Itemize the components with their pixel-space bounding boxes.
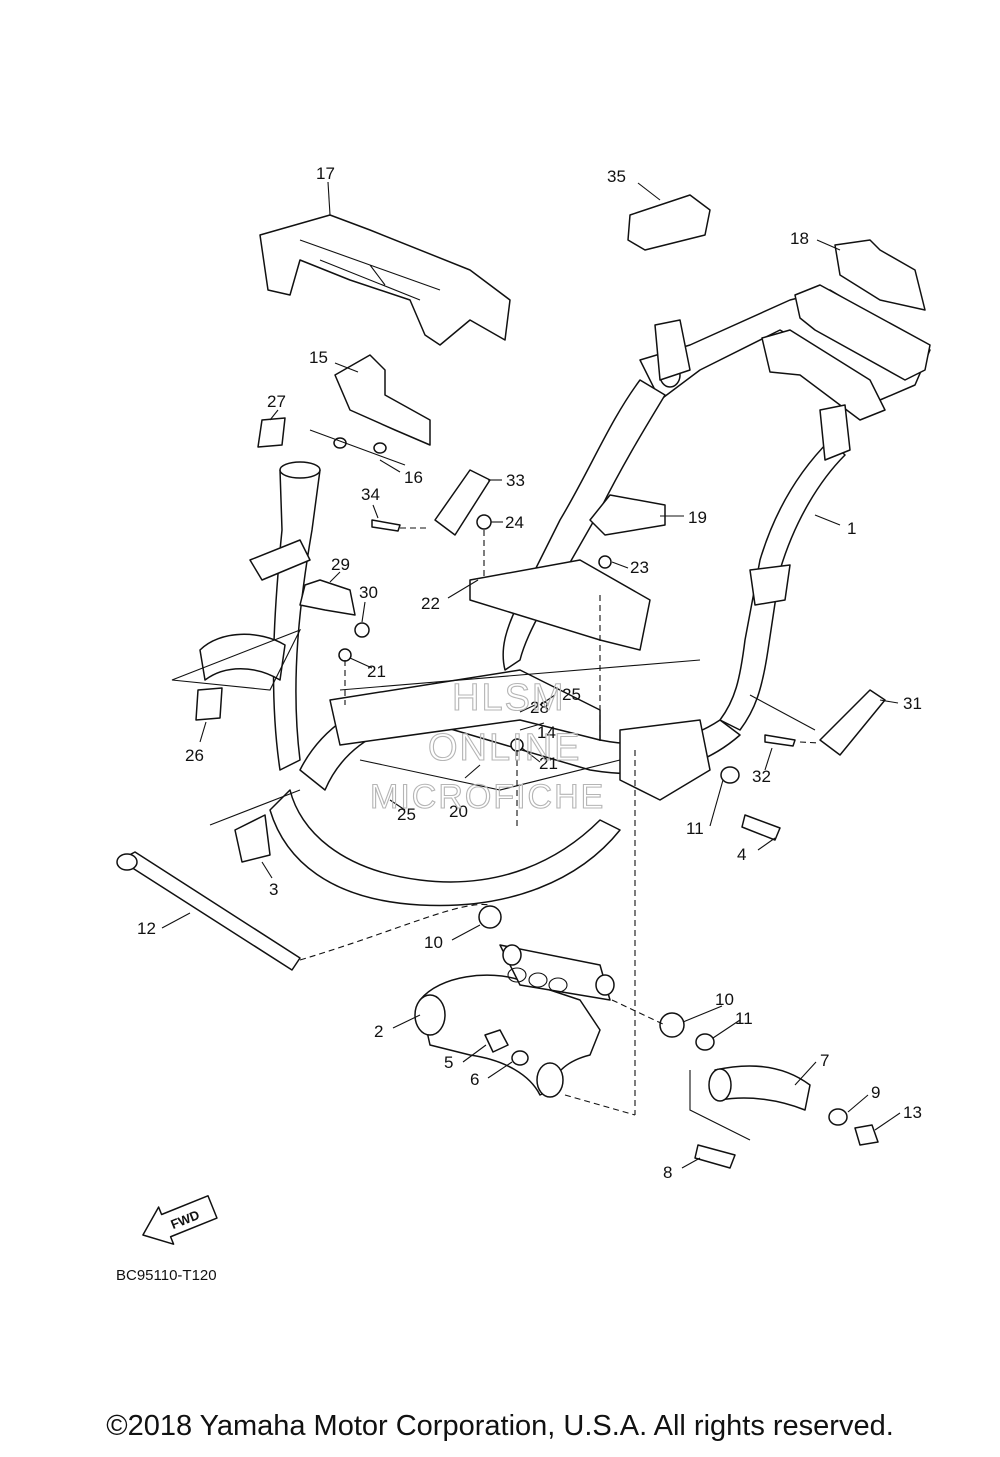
callout-23: 23 <box>630 558 649 577</box>
callout-29: 29 <box>331 555 350 574</box>
part-27-pad <box>257 417 286 448</box>
callout-22: 22 <box>421 594 440 613</box>
part-26-pad <box>195 687 223 721</box>
part-19-plate <box>589 494 666 536</box>
watermark-line-3: MICROFICHE <box>370 778 605 816</box>
part-3-pad <box>234 814 271 863</box>
part-18-plate <box>834 239 926 311</box>
part-7-link <box>708 1065 811 1111</box>
callout-33: 33 <box>506 471 525 490</box>
callout-34: 34 <box>361 485 380 504</box>
fwd-arrow: FWD <box>142 1195 218 1245</box>
part-12-bolt <box>116 851 301 971</box>
watermark-line-2: ONLINE <box>428 727 581 769</box>
callout-30: 30 <box>359 583 378 602</box>
part-15-bracket <box>334 354 431 446</box>
callout-3: 3 <box>269 880 278 899</box>
diagram-code: BC95110-T120 <box>116 1267 217 1284</box>
hardware <box>333 437 879 1169</box>
callout-20: 20 <box>449 802 468 821</box>
callout-27: 27 <box>267 392 286 411</box>
callout-7: 7 <box>820 1051 829 1070</box>
callout-labels: 1 2 3 4 5 6 7 8 9 10 10 11 11 12 13 14 1… <box>137 164 922 1182</box>
callout-10b: 10 <box>715 990 734 1009</box>
callout-32: 32 <box>752 767 771 786</box>
callout-12: 12 <box>137 919 156 938</box>
callout-25b: 25 <box>562 685 581 704</box>
callout-4: 4 <box>737 845 746 864</box>
callout-25a: 25 <box>397 805 416 824</box>
engine-hanger <box>414 944 615 1098</box>
main-frame <box>199 284 931 907</box>
callout-11a: 11 <box>686 819 704 838</box>
leader-lines <box>161 181 901 1169</box>
callout-15: 15 <box>309 348 328 367</box>
callout-28: 28 <box>530 698 549 717</box>
callout-2: 2 <box>374 1022 383 1041</box>
part-29-clip <box>299 579 356 616</box>
callout-5: 5 <box>444 1053 453 1072</box>
callout-10a: 10 <box>424 933 443 952</box>
callout-9: 9 <box>871 1083 880 1102</box>
callout-31: 31 <box>903 694 922 713</box>
watermark: HLSM ONLINE MICROFICHE <box>369 676 605 816</box>
callout-21b: 21 <box>539 754 558 773</box>
callout-8: 8 <box>663 1163 672 1182</box>
callout-19: 19 <box>688 508 707 527</box>
part-35-block <box>627 194 711 251</box>
callout-1: 1 <box>847 519 856 538</box>
callout-13: 13 <box>903 1103 922 1122</box>
callout-16: 16 <box>404 468 423 487</box>
part-17-cover <box>259 214 511 346</box>
assembly-lines <box>299 527 821 1116</box>
watermark-line-1: HLSM <box>452 677 566 719</box>
part-31-bracket <box>819 689 886 756</box>
callout-18: 18 <box>790 229 809 248</box>
callout-21a: 21 <box>367 662 386 681</box>
callout-24: 24 <box>505 513 524 532</box>
callout-17: 17 <box>316 164 335 183</box>
callout-11b: 11 <box>735 1009 753 1028</box>
copyright-notice: ©2018 Yamaha Motor Corporation, U.S.A. A… <box>106 1410 894 1442</box>
reference-planes <box>171 429 816 1141</box>
callout-6: 6 <box>470 1070 479 1089</box>
callout-14: 14 <box>537 723 556 742</box>
callout-35: 35 <box>607 167 626 186</box>
callout-26: 26 <box>185 746 204 765</box>
